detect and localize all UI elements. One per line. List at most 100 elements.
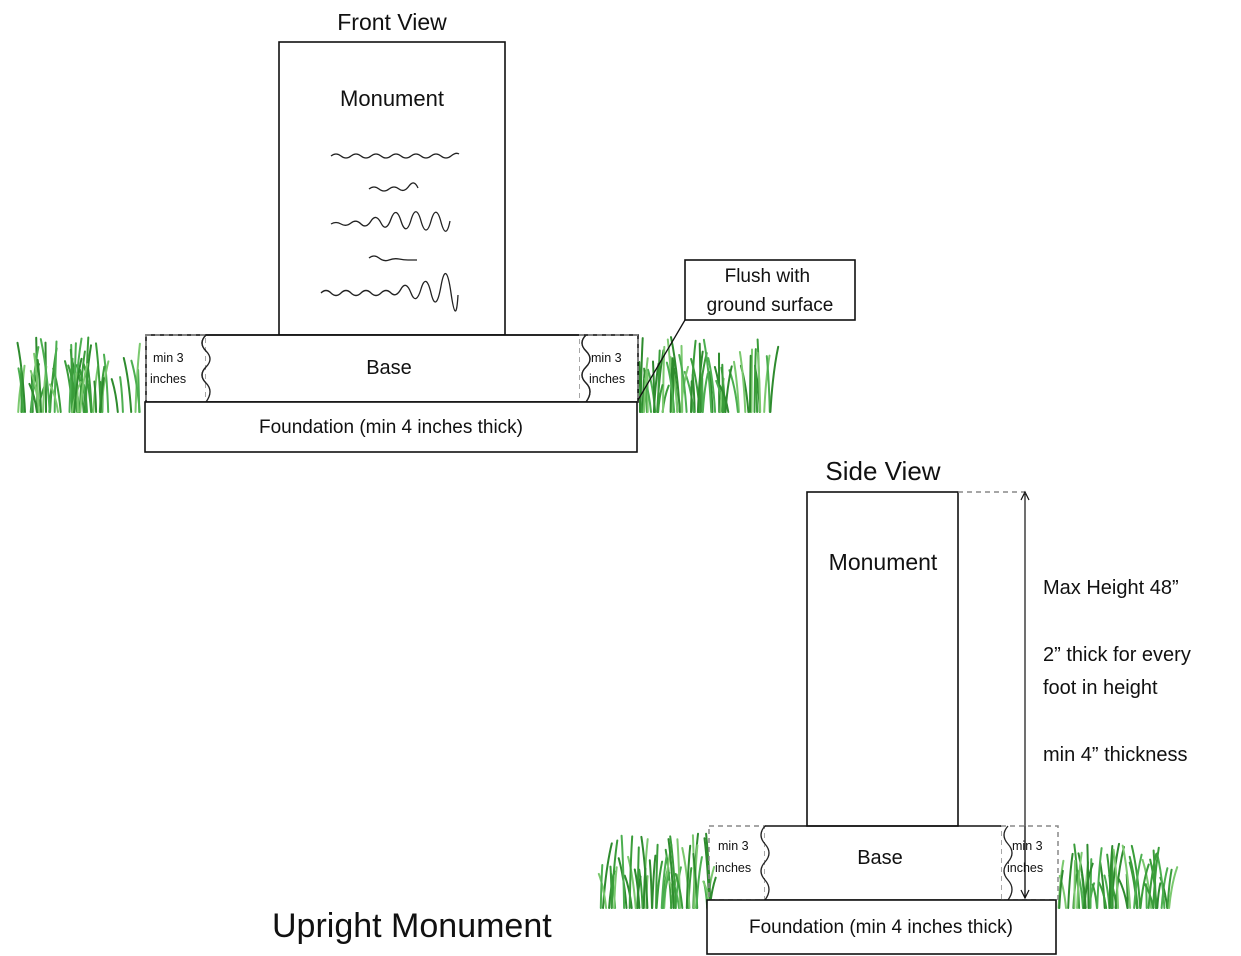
grass-blade [676,838,681,909]
grass-blade [707,357,717,413]
grass-blade [1058,869,1064,909]
side-view: Side View Monument Max Height 48” 2” thi… [597,456,1196,955]
grass-blade [1098,881,1108,909]
grass-blade [765,355,771,413]
grass-blade [53,340,58,413]
grass-blade [75,372,79,413]
grass-blade [1067,852,1074,909]
grass-blade [119,376,124,413]
front-view: Front View Monument Base min 3 inches [16,9,856,453]
grass-blade [1166,868,1173,909]
grass-blade [718,384,730,413]
grass-blade [39,338,51,413]
grass-blade [103,353,110,413]
grass-blade [754,364,759,413]
grass-blade [130,359,141,413]
front-base-label: Base [366,357,412,379]
grass-blade [749,354,752,413]
grass-blade [685,844,692,909]
grass-blade [609,865,613,909]
grass-blade [79,363,89,413]
grass-tuft-icon [634,336,780,413]
grass-blade [655,860,664,909]
grass-blade [623,874,633,909]
grass-blade [724,365,733,413]
grass-blade [1058,874,1067,909]
grass-blade [1082,862,1094,909]
grass-blade [36,359,42,413]
grass-blade [602,842,613,909]
callout-leader-line [637,319,686,401]
grass-blade [1112,848,1120,909]
grass-blade [657,384,664,413]
grass-blade [628,835,634,909]
grass-blade [93,380,98,413]
max-height-note: Max Height 48” [1043,577,1179,599]
grass-blade [73,357,83,413]
side-left-gap-label: min 3 inches [715,839,752,875]
grass-blade [651,854,657,909]
grass-blade [1073,843,1081,909]
grass-blade [763,354,771,413]
squiggle-text-icon [320,152,460,312]
grass-blade [613,866,618,909]
grass-blade [660,855,668,909]
grass-blade [708,371,714,413]
grass-blade [134,342,141,413]
side-monument [806,491,959,827]
grass-blade [641,369,646,413]
grass-tuft-icon [16,336,141,413]
front-left-gap-label: min 3 inches [150,351,187,386]
grass-blade [1121,844,1132,909]
grass-blade [639,337,644,413]
grass-blade [638,868,644,909]
grass-blade [669,835,677,909]
grass-blade [733,360,740,413]
grass-blade [1108,845,1114,909]
grass-blade [99,377,105,413]
side-monument-label: Monument [829,549,938,575]
grass-blade [110,378,119,413]
grass-blade [1128,855,1139,909]
front-monument [278,41,506,336]
grass-blade [82,363,93,413]
grass-blade [750,348,753,413]
grass-blade [666,338,674,413]
grass-blade [769,345,780,413]
grass-blade [597,872,608,909]
grass-blade [1086,843,1090,909]
thickness-rule-note: 2” thick for every foot in height [1043,644,1196,699]
grass-blade [738,351,747,413]
grass-blade [721,363,725,413]
side-base-label: Base [857,847,903,869]
grass-blade [30,346,40,413]
grass-blade [678,354,688,413]
grass-blade [665,361,676,413]
grass-blade [701,372,709,413]
grass-blade [1133,853,1143,909]
grass-blade [1073,859,1077,909]
grass-blade [640,835,649,909]
grass-blade [49,383,59,413]
grass-blade [636,875,642,909]
grass-blade [28,382,38,413]
grass-blade [674,872,684,909]
grass-blade [1076,851,1083,909]
grass-blade [122,357,133,413]
front-right-gap-label: min 3 inches [589,351,625,386]
front-view-title: Front View [337,9,447,35]
side-right-gap-label: min 3 inches [1007,839,1046,875]
flush-callout-box [684,259,856,321]
front-foundation-label: Foundation (min 4 inches thick) [259,417,523,438]
grass-blade [599,864,604,909]
grass-tuft-icon [1057,842,1179,909]
front-monument-label: Monument [340,86,444,111]
grass-blade [1168,866,1179,909]
grass-blade [667,838,675,909]
side-foundation-label: Foundation (min 4 inches thick) [749,917,1013,938]
grass-blade [643,357,649,413]
grass-blade [662,345,666,413]
grass-blade [1077,852,1087,909]
grass-blade [627,855,637,909]
